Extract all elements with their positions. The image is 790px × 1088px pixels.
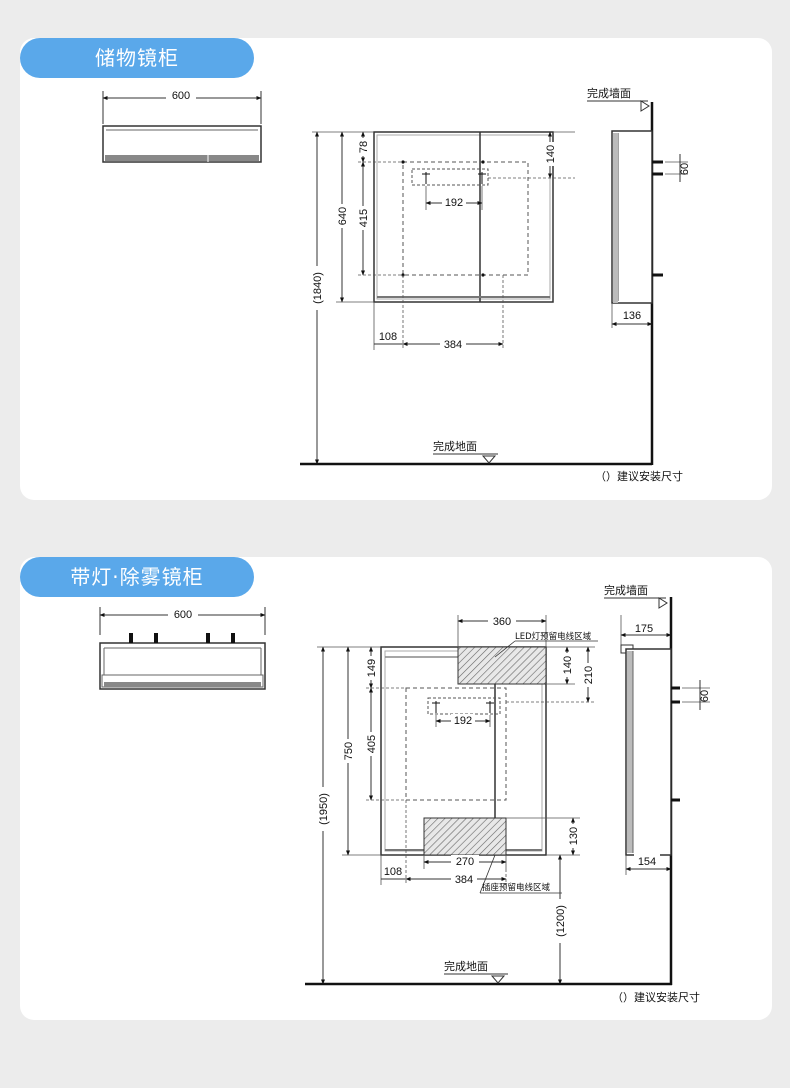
dim-640: 640 <box>337 207 349 225</box>
front-view: (1840) 640 78 415 140 <box>300 131 652 466</box>
dim-140: 140 <box>545 145 557 163</box>
section-title: 带灯·除雾镜柜 <box>20 557 254 597</box>
top-width-label: 600 <box>172 90 190 102</box>
floor-label: 完成地面 <box>433 439 477 453</box>
side-view: 完成墙面 60 136 <box>587 86 691 465</box>
install-note: （）建议安装尺寸 <box>612 990 700 1004</box>
side-dim-60: 60 <box>679 163 691 175</box>
top-view: 600 <box>99 607 266 690</box>
dim-1950: (1950) <box>318 793 330 825</box>
dim-78: 78 <box>358 141 370 153</box>
dim-192: 192 <box>445 197 463 209</box>
dim-360: 360 <box>493 616 511 628</box>
dim-140: 140 <box>562 656 574 674</box>
top-view: 600 <box>102 89 262 163</box>
dim-210: 210 <box>583 666 595 684</box>
dim-108: 108 <box>384 866 402 878</box>
side-dim-60: 60 <box>699 690 711 702</box>
side-dim-136: 136 <box>623 310 641 322</box>
dim-130: 130 <box>568 827 580 845</box>
dim-405: 405 <box>366 735 378 753</box>
dim-270: 270 <box>456 856 474 868</box>
floor-label: 完成地面 <box>444 959 488 973</box>
side-dim-175: 175 <box>635 623 653 635</box>
dim-384: 384 <box>444 339 462 351</box>
wall-label: 完成墙面 <box>604 583 648 597</box>
led-cabinet-drawing: 600 <box>99 583 711 1004</box>
dim-108: 108 <box>379 331 397 343</box>
dim-192: 192 <box>454 715 472 727</box>
side-view: 完成墙面 175 60 154 <box>604 583 711 985</box>
socket-wiring-label: 插座预留电线区域 <box>482 882 551 893</box>
led-defog-mirror-cabinet-card: 带灯·除雾镜柜 600 <box>20 557 772 1020</box>
led-wiring-label: LED灯预留电线区域 <box>515 631 592 642</box>
dim-149: 149 <box>366 659 378 677</box>
section-title: 储物镜柜 <box>20 38 254 78</box>
wall-label: 完成墙面 <box>587 86 631 100</box>
top-width-label: 600 <box>174 609 192 621</box>
storage-mirror-cabinet-card: 储物镜柜 600 <box>20 38 772 500</box>
dim-1200: (1200) <box>555 905 567 937</box>
side-dim-154: 154 <box>638 856 656 868</box>
dim-750: 750 <box>343 742 355 760</box>
install-note: （）建议安装尺寸 <box>595 469 683 483</box>
storage-cabinet-drawing: 600 <box>102 86 691 483</box>
dim-1840: (1840) <box>312 272 324 304</box>
dim-384: 384 <box>455 874 473 886</box>
front-view: (1950) 750 149 405 360 LED灯预留电线区域 <box>305 614 672 986</box>
dim-415: 415 <box>358 209 370 227</box>
